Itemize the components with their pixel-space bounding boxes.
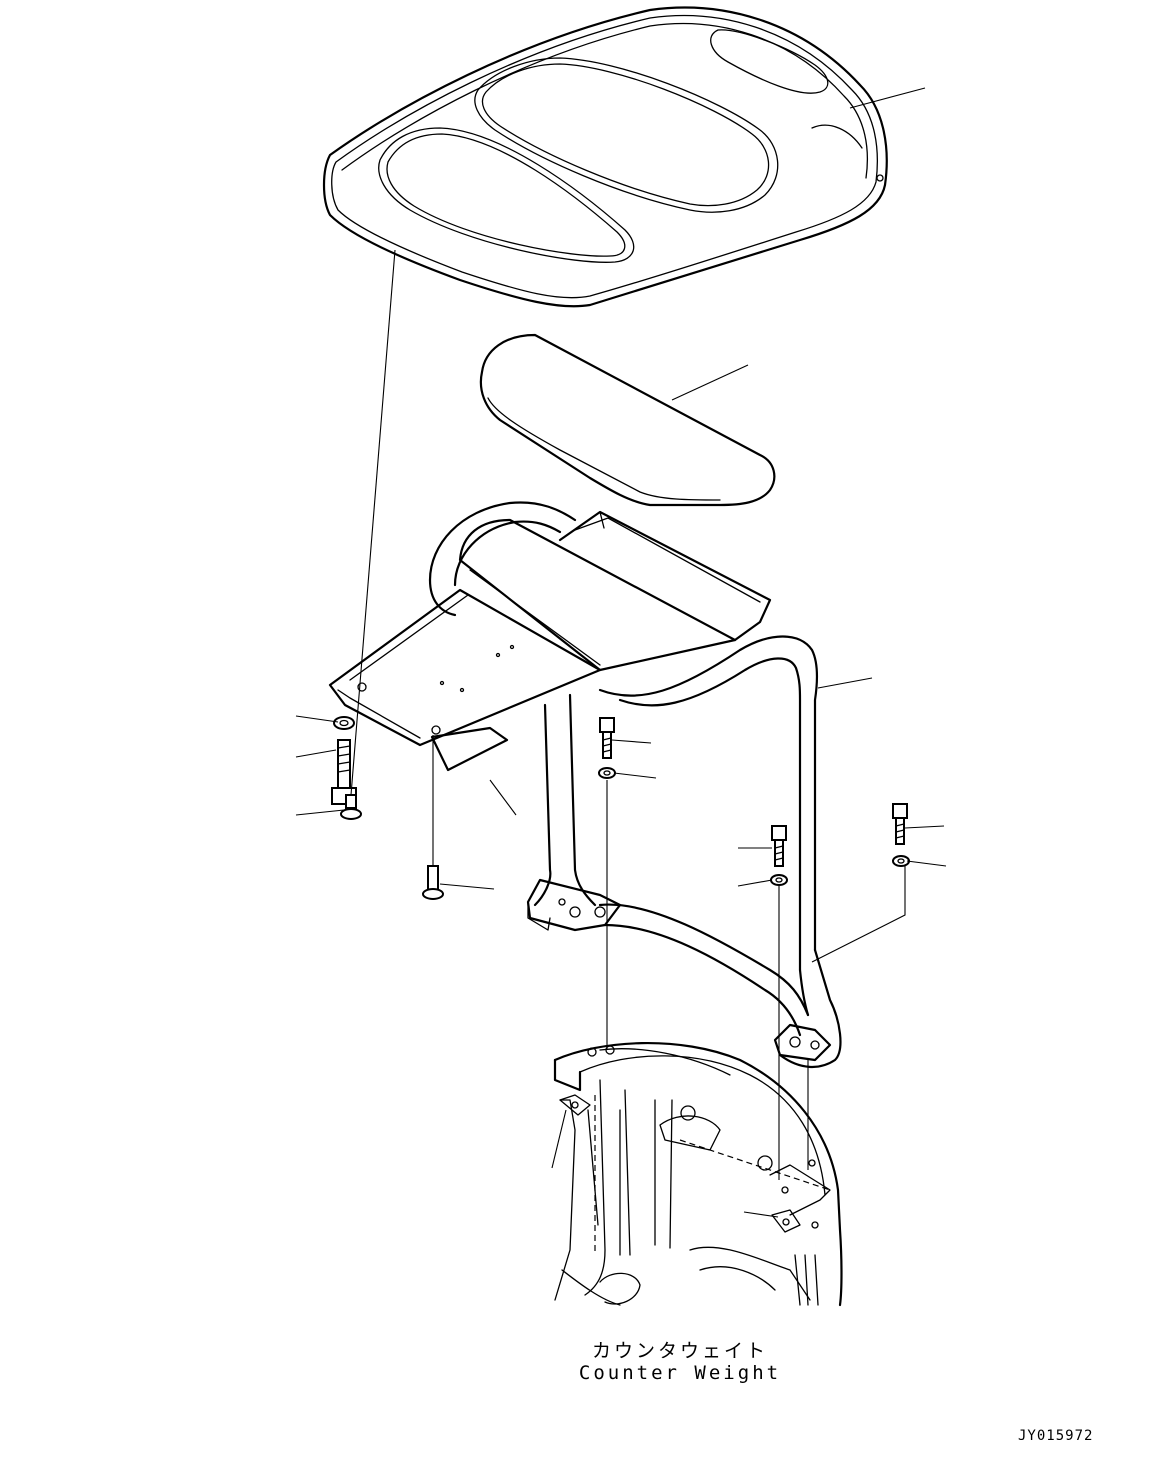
washer-left (333, 716, 355, 730)
bolt-left-lower (345, 794, 357, 809)
canopy-roof (322, 6, 888, 308)
bolt-right (771, 825, 787, 841)
counter-weight (553, 1042, 843, 1307)
assembly-lines (350, 249, 906, 1180)
hardware (331, 716, 910, 900)
side-plate (328, 588, 602, 772)
leader-lines (295, 87, 947, 1218)
rops-frame (428, 501, 842, 1068)
caption-japanese: カウンタウェイト (591, 1340, 768, 1362)
bolt-center (599, 717, 615, 733)
drawing-id: JY015972 (1018, 1428, 1094, 1444)
caption-english: Counter Weight (578, 1362, 782, 1384)
cushion-pad (479, 333, 776, 507)
bolt-far-right (892, 803, 908, 819)
